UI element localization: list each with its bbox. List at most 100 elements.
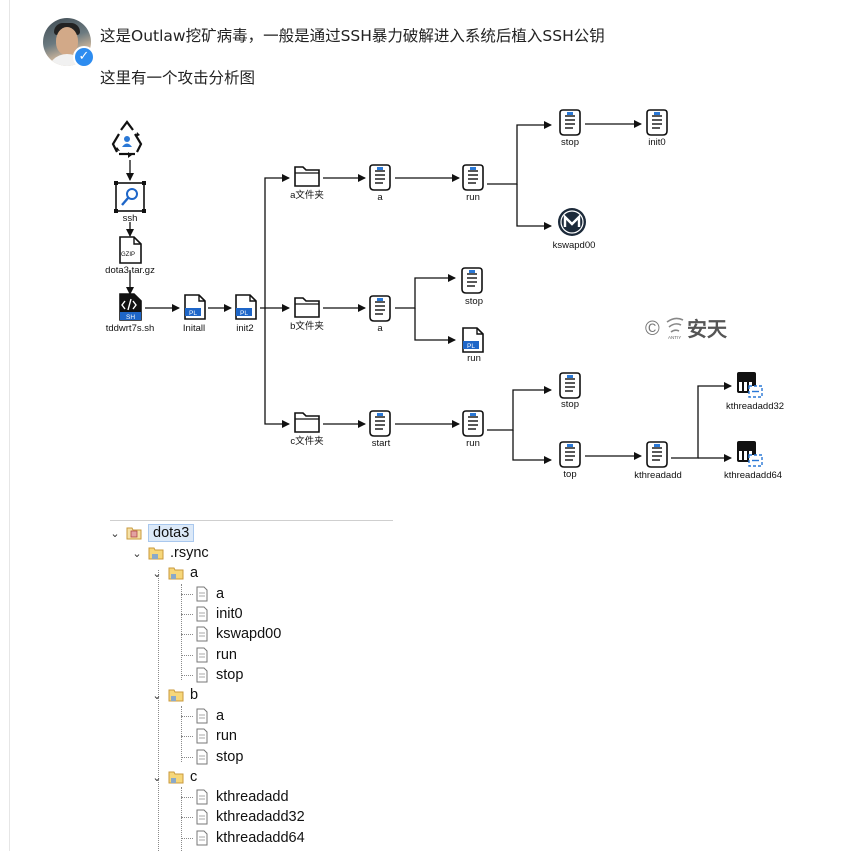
- folder-c-label: c文件夹: [290, 435, 324, 447]
- attack-analysis-diagram: ssh GZIP dota3.tar.gz SH tddwrt7s.sh PL …: [105, 109, 784, 481]
- run1-label: run: [466, 192, 480, 203]
- chevron-down-icon[interactable]: ⌄: [110, 526, 120, 540]
- tree-label: a: [216, 586, 225, 602]
- file-icon: [196, 708, 208, 724]
- stop3-label: stop: [561, 399, 579, 410]
- tree-file[interactable]: kswapd00: [194, 624, 281, 644]
- run1-script-icon: [462, 164, 484, 191]
- k64-label: kthreadadd64: [724, 470, 782, 481]
- folder-icon: [168, 689, 184, 702]
- tree-label-folder-c: c: [190, 769, 198, 785]
- run3-label: run: [466, 438, 480, 449]
- tree-node-folder-a[interactable]: ⌄ a: [150, 563, 198, 583]
- file-icon: [196, 749, 208, 765]
- post-text-line1: 这是Outlaw挖矿病毒，一般是通过SSH暴力破解进入系统后植入SSH公钥: [100, 27, 605, 45]
- monero-icon: [558, 208, 586, 236]
- watermark-small: ANTIY: [668, 335, 681, 340]
- locked-folder-icon: [148, 547, 164, 560]
- chevron-down-icon[interactable]: ⌄: [152, 688, 162, 702]
- folder-icon: [168, 771, 184, 784]
- stop2-label: stop: [465, 296, 483, 307]
- chevron-down-icon[interactable]: ⌄: [132, 546, 142, 560]
- tree-node-folder-c[interactable]: ⌄ c: [150, 767, 197, 787]
- tree-file[interactable]: kthreadadd32: [194, 807, 305, 827]
- verified-badge-icon: ✓: [73, 46, 95, 68]
- top-script-icon: [559, 441, 581, 468]
- watermark-copyright: ©: [645, 318, 660, 340]
- watermark-brand: 安天: [687, 317, 728, 341]
- file-icon: [196, 647, 208, 663]
- folder-b-label: b文件夹: [290, 320, 324, 332]
- tree-label-dota3: dota3: [148, 524, 195, 542]
- run3-script-icon: [462, 410, 484, 437]
- kthreadadd-script-icon: [646, 441, 668, 468]
- file-icon: [196, 789, 208, 805]
- kthreadadd-label: kthreadadd: [634, 470, 682, 481]
- tree-file[interactable]: a: [194, 706, 224, 726]
- recycle-icon: [111, 120, 143, 158]
- pl-badge-run2: PL: [467, 343, 475, 350]
- tree-label-rsync: .rsync: [170, 545, 209, 561]
- tree-label: stop: [216, 667, 244, 683]
- tree-file[interactable]: run: [194, 645, 237, 665]
- file-icon: [196, 586, 208, 602]
- a1-label: a: [377, 192, 383, 203]
- folder-icon: [168, 567, 184, 580]
- initall-file-icon: PL: [184, 294, 206, 320]
- tree-file[interactable]: kthreadadd: [194, 787, 289, 807]
- archive-folder-icon: [126, 527, 142, 540]
- kthreadadd32-terminal-icon: [736, 371, 763, 398]
- file-icon: [196, 728, 208, 744]
- tree-divider: [110, 520, 393, 521]
- init2-label: init2: [236, 323, 253, 334]
- tree-label: kthreadadd32: [216, 809, 305, 825]
- a1-script-icon: [369, 164, 391, 191]
- diagram-connectors: [126, 120, 732, 464]
- tree-label: run: [216, 647, 237, 663]
- init0-label: init0: [648, 137, 665, 148]
- tree-file[interactable]: stop: [194, 747, 243, 767]
- tree-label: kthreadadd64: [216, 830, 305, 846]
- tree-node-dota3[interactable]: ⌄ dota3: [108, 523, 195, 543]
- avatar[interactable]: [43, 18, 91, 66]
- tree-file[interactable]: kthreadadd64: [194, 828, 305, 848]
- tree-label-folder-a: a: [190, 565, 199, 581]
- chevron-down-icon[interactable]: ⌄: [152, 566, 162, 580]
- folder-a-label: a文件夹: [290, 189, 324, 201]
- stop2-script-icon: [461, 267, 483, 294]
- tree-file[interactable]: run: [194, 726, 237, 746]
- tree-file[interactable]: stop: [194, 665, 243, 685]
- run2-pl-file-icon: PL: [462, 327, 484, 353]
- init2-file-icon: PL: [235, 294, 257, 320]
- file-icon: [196, 830, 208, 846]
- stop1-label: stop: [561, 137, 579, 148]
- file-icon: [196, 667, 208, 683]
- ssh-label: ssh: [123, 213, 138, 224]
- tree-file[interactable]: init0: [194, 604, 243, 624]
- init0-script-icon: [646, 109, 668, 136]
- a2-label: a: [377, 323, 383, 334]
- sh-badge: SH: [126, 314, 135, 321]
- kswapd-label: kswapd00: [553, 240, 596, 251]
- gz-label: dota3.tar.gz: [105, 265, 155, 276]
- antiy-watermark: © ANTIY 安天: [645, 317, 728, 341]
- stop1-script-icon: [559, 109, 581, 136]
- run2-label: run: [467, 353, 481, 364]
- top-label: top: [563, 469, 576, 480]
- pl-badge-init2: PL: [240, 310, 248, 317]
- tree-file[interactable]: a: [194, 584, 224, 604]
- sh-file-icon: SH: [119, 293, 142, 321]
- tree-label-folder-b: b: [190, 687, 199, 703]
- k32-label: kthreadadd32: [726, 401, 784, 412]
- chevron-down-icon[interactable]: ⌄: [152, 770, 162, 784]
- ssh-node: [114, 181, 146, 213]
- tree-node-folder-b[interactable]: ⌄ b: [150, 685, 198, 705]
- tree-node-rsync[interactable]: ⌄ .rsync: [130, 543, 209, 563]
- tree-label: kthreadadd: [216, 789, 289, 805]
- tree-label: stop: [216, 749, 244, 765]
- tree-label: run: [216, 728, 237, 744]
- left-border: [9, 0, 10, 851]
- folder-c-icon: [294, 412, 320, 433]
- post-text-line2: 这里有一个攻击分析图: [100, 69, 256, 87]
- sh-label: tddwrt7s.sh: [106, 323, 155, 334]
